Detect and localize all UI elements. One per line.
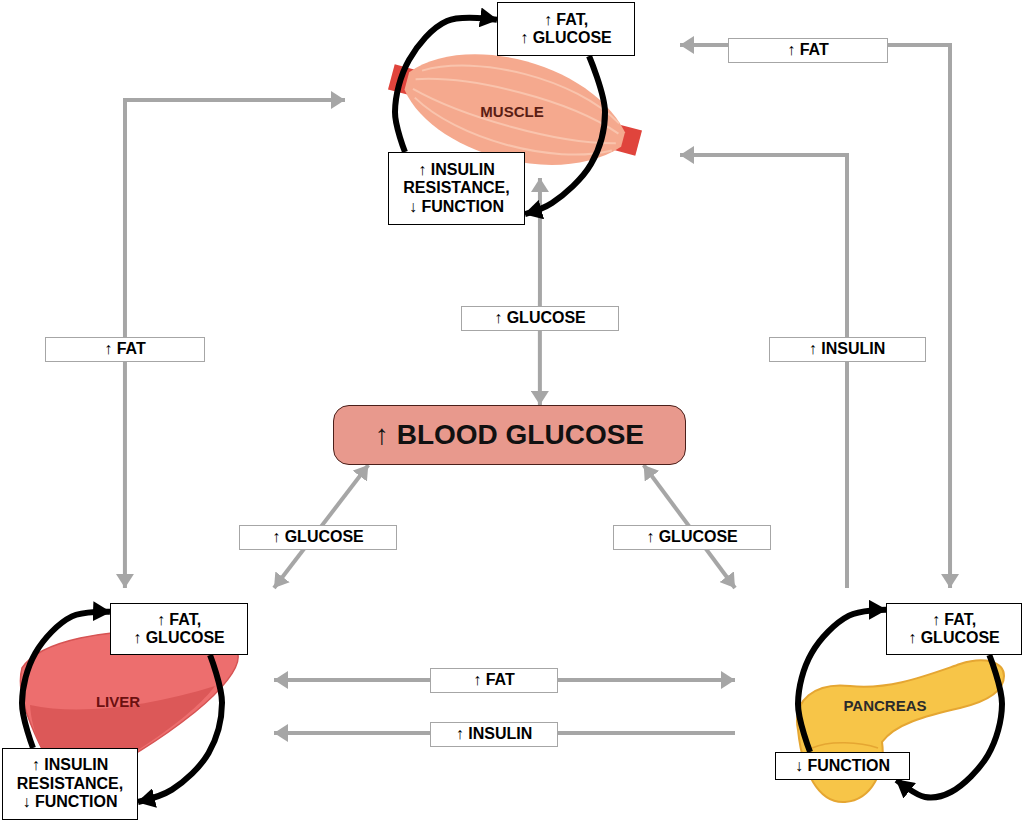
pancreas-lobe-line xyxy=(812,743,878,748)
text-run: ↑ INSULIN xyxy=(32,756,108,773)
text-run: ↑ FAT xyxy=(473,672,514,688)
pancreas-body xyxy=(797,660,1004,802)
text-run: ↑ FAT, xyxy=(157,611,201,628)
effect-box: ↑ FAT, ↑ GLUCOSE xyxy=(497,2,635,56)
text-run: RESISTANCE, xyxy=(17,775,123,792)
organ-label: MUSCLE xyxy=(480,104,543,121)
organ-label: PANCREAS xyxy=(843,698,926,715)
flow-arrow xyxy=(680,45,950,588)
text-run: ↑ FAT, xyxy=(544,11,588,28)
flow-label: ↑ INSULIN xyxy=(769,337,926,362)
muscle-fiber xyxy=(416,65,623,133)
text-run: ↑ GLUCOSE xyxy=(520,29,612,46)
text-run: ↓ FUNCTION xyxy=(22,793,117,810)
effect-text: ↑ INSULIN RESISTANCE, ↓ FUNCTION xyxy=(392,161,521,216)
text-run: MUSCLE xyxy=(480,103,543,120)
effect-text: ↑ INSULIN RESISTANCE, ↓ FUNCTION xyxy=(6,756,134,811)
text-run: ↑ GLUCOSE xyxy=(646,529,738,545)
effect-text: ↑ FAT, ↑ GLUCOSE xyxy=(114,611,244,648)
muscle-fiber xyxy=(410,89,616,154)
text-run: ↑ GLUCOSE xyxy=(133,629,225,646)
text-run: ↓ FUNCTION xyxy=(795,757,890,774)
text-run: LIVER xyxy=(96,693,140,710)
flow-label: ↑ GLUCOSE xyxy=(239,525,397,550)
text-run: ↓ FUNCTION xyxy=(409,198,504,215)
flow-label: ↑ FAT xyxy=(728,38,888,63)
effect-box: ↓ FUNCTION xyxy=(775,752,910,780)
flow-arrow xyxy=(680,155,847,588)
text-run: ↑ INSULIN xyxy=(809,341,885,357)
effect-text: ↑ FAT, ↑ GLUCOSE xyxy=(890,611,1018,648)
effect-text: ↓ FUNCTION xyxy=(795,757,890,775)
effect-box: ↑ INSULIN RESISTANCE, ↓ FUNCTION xyxy=(388,152,525,225)
text-run: ↑ GLUCOSE xyxy=(494,310,586,326)
text-run: ↑ GLUCOSE xyxy=(908,629,1000,646)
flow-arrow xyxy=(538,178,542,405)
flow-label: ↑ FAT xyxy=(430,668,558,693)
organ-label: LIVER xyxy=(96,694,140,711)
flow-label: ↑ INSULIN xyxy=(430,722,558,747)
text-run: ↑ INSULIN xyxy=(418,161,494,178)
text-run: RESISTANCE, xyxy=(403,179,509,196)
muscle-fiber xyxy=(422,48,625,123)
outcome-text: ↑ BLOOD GLUCOSE xyxy=(375,419,644,451)
outcome-box: ↑ BLOOD GLUCOSE xyxy=(333,405,686,465)
text-run: PANCREAS xyxy=(843,697,926,714)
text-run: ↑ GLUCOSE xyxy=(272,529,364,545)
text-run: ↑ INSULIN xyxy=(456,726,532,742)
effect-text: ↑ FAT, ↑ GLUCOSE xyxy=(501,11,631,48)
effect-box: ↑ INSULIN RESISTANCE, ↓ FUNCTION xyxy=(2,748,138,820)
effect-box: ↑ FAT, ↑ GLUCOSE xyxy=(110,603,248,655)
effect-box: ↑ FAT, ↑ GLUCOSE xyxy=(886,603,1022,655)
text-run: GLUCOSE xyxy=(506,419,644,450)
flow-label: ↑ FAT xyxy=(45,337,205,362)
flow-label: ↑ GLUCOSE xyxy=(613,525,771,550)
text-run: ↑ FAT, xyxy=(932,611,976,628)
text-run: ↑ FAT xyxy=(104,341,145,357)
flow-label: ↑ GLUCOSE xyxy=(461,306,619,331)
text-run: ↑ FAT xyxy=(787,42,828,58)
text-run: ↑ BLOOD xyxy=(375,419,498,450)
